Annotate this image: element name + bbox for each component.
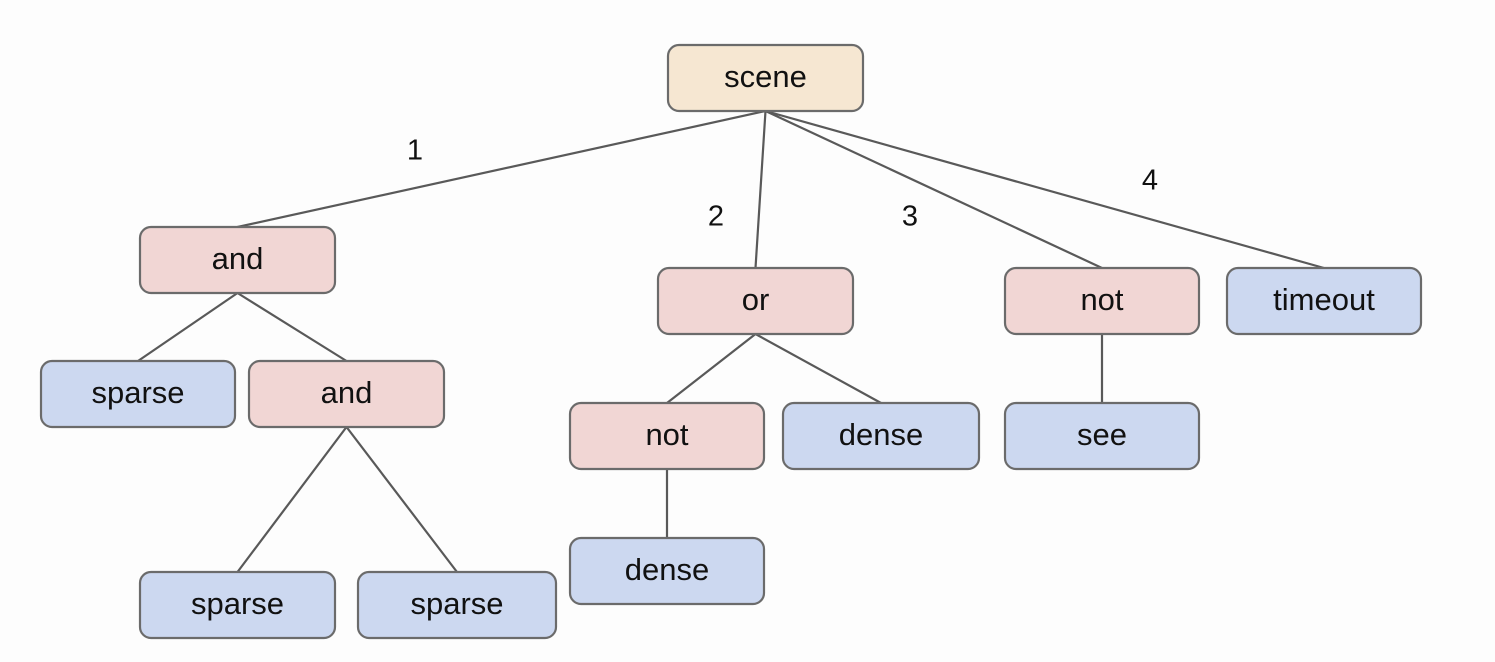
node-label-not1: not bbox=[1080, 282, 1123, 317]
node-box-sparse1 bbox=[39, 359, 237, 429]
tree-node-sparse1[interactable]: sparse bbox=[39, 359, 237, 429]
edge-labels-layer: 1 2 3 4 bbox=[407, 135, 1158, 233]
nodes-layer: scene and or not timeout sparse and not dense see… bbox=[39, 43, 1423, 640]
node-label-dense2: dense bbox=[625, 552, 709, 587]
tree-node-dense2[interactable]: dense bbox=[568, 536, 766, 606]
node-box-sparse3 bbox=[356, 570, 558, 640]
tree-edge-scene-to-or1 bbox=[754, 109, 767, 270]
node-box-and2 bbox=[247, 359, 446, 429]
node-box-not1 bbox=[1003, 266, 1201, 336]
node-box-sparse2 bbox=[138, 570, 337, 640]
node-box-dense2 bbox=[568, 536, 766, 606]
tree-node-timeout[interactable]: timeout bbox=[1225, 266, 1423, 336]
tree-edge-scene-to-not1 bbox=[764, 109, 1104, 270]
node-label-see: see bbox=[1077, 417, 1127, 452]
tree-edge-and2-to-sparse3 bbox=[345, 425, 459, 574]
tree-edge-or1-to-not2 bbox=[665, 332, 757, 405]
edge-label-3: 3 bbox=[902, 201, 918, 233]
node-label-and2: and bbox=[321, 375, 373, 410]
node-box-not2 bbox=[568, 401, 766, 471]
tree-node-sparse3[interactable]: sparse bbox=[356, 570, 558, 640]
node-label-not2: not bbox=[645, 417, 688, 452]
node-box-and1 bbox=[138, 225, 337, 295]
tree-node-and1[interactable]: and bbox=[138, 225, 337, 295]
node-label-scene: scene bbox=[724, 59, 807, 94]
node-box-timeout bbox=[1225, 266, 1423, 336]
tree-edge-and1-to-sparse1 bbox=[136, 291, 239, 363]
edge-label-2: 2 bbox=[708, 201, 724, 233]
edges-layer bbox=[136, 109, 1326, 574]
node-label-sparse3: sparse bbox=[410, 586, 503, 621]
node-label-dense1: dense bbox=[839, 417, 923, 452]
tree-edge-and1-to-and2 bbox=[236, 291, 348, 363]
tree-node-sparse2[interactable]: sparse bbox=[138, 570, 337, 640]
node-label-timeout: timeout bbox=[1273, 282, 1375, 317]
tree-node-not1[interactable]: not bbox=[1003, 266, 1201, 336]
tree-node-see[interactable]: see bbox=[1003, 401, 1201, 471]
node-label-and1: and bbox=[212, 241, 264, 276]
node-label-sparse2: sparse bbox=[191, 586, 284, 621]
tree-edge-and2-to-sparse2 bbox=[236, 425, 348, 574]
tree-node-and2[interactable]: and bbox=[247, 359, 446, 429]
node-box-or1 bbox=[656, 266, 855, 336]
node-box-see bbox=[1003, 401, 1201, 471]
tree-edge-scene-to-timeout bbox=[764, 109, 1326, 270]
edge-label-4: 4 bbox=[1142, 165, 1158, 197]
node-label-or1: or bbox=[742, 282, 770, 317]
tree-edge-scene-to-and1 bbox=[236, 109, 767, 229]
edge-label-1: 1 bbox=[407, 135, 423, 167]
tree-edge-or1-to-dense1 bbox=[754, 332, 883, 405]
tree-node-dense1[interactable]: dense bbox=[781, 401, 981, 471]
node-label-sparse1: sparse bbox=[91, 375, 184, 410]
node-box-scene bbox=[666, 43, 865, 113]
tree-node-not2[interactable]: not bbox=[568, 401, 766, 471]
node-box-dense1 bbox=[781, 401, 981, 471]
tree-node-or1[interactable]: or bbox=[656, 266, 855, 336]
tree-node-scene[interactable]: scene bbox=[666, 43, 865, 113]
